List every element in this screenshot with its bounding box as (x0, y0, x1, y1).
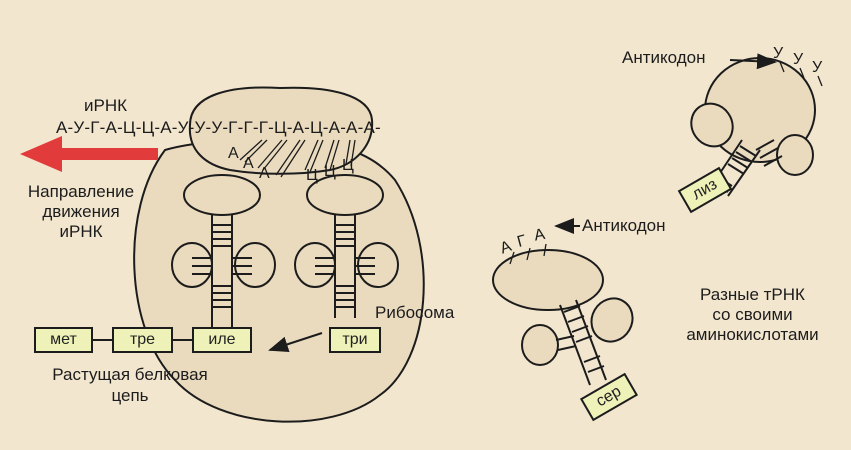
amino-acid-tre: тре (113, 329, 172, 351)
ribosome-label: Рибосома (375, 303, 454, 323)
direction-line-3: иРНК (6, 222, 156, 242)
chain-label-line-1: Растущая белковая (20, 365, 240, 385)
trna-lys (683, 58, 815, 196)
amino-acid-tri: три (330, 329, 380, 351)
caption-line-2: со своими (665, 305, 840, 325)
anticodon-base: У (793, 51, 804, 68)
direction-line-2: движения (6, 202, 156, 222)
anticodon-base: Ц (342, 157, 354, 174)
anticodon-base: Г (515, 232, 528, 251)
caption-line-1: Разные тРНК (665, 285, 840, 305)
caption-line-3: аминокислотами (665, 325, 840, 345)
direction-arrow (20, 136, 158, 172)
ser-anticodon-label: Антикодон (582, 216, 665, 236)
amino-acid-met: мет (35, 329, 92, 351)
anticodon-base: У (773, 45, 784, 62)
anticodon-base: А (533, 226, 547, 245)
anticodon-base: А (498, 238, 514, 258)
trna-ser (493, 250, 640, 385)
anticodon-base: Ц (306, 167, 318, 184)
anticodon-base: Ц (324, 163, 336, 180)
anticodon-base: А (228, 145, 239, 162)
lys-anticodon-label: Антикодон (622, 48, 705, 68)
anticodon-base: А (243, 155, 254, 172)
chain-label-line-2: цепь (20, 386, 240, 406)
mrna-sequence: А-У-Г-А-Ц-Ц-А-У-У-У-Г-Г-Г-Ц-А-Ц-А-А-А- (56, 118, 381, 138)
direction-line-1: Направление (6, 182, 156, 202)
anticodon-base: У (812, 59, 823, 76)
anticodon-base: А (259, 165, 270, 182)
amino-acid-ile: иле (193, 329, 251, 351)
mrna-label: иРНК (84, 96, 127, 116)
